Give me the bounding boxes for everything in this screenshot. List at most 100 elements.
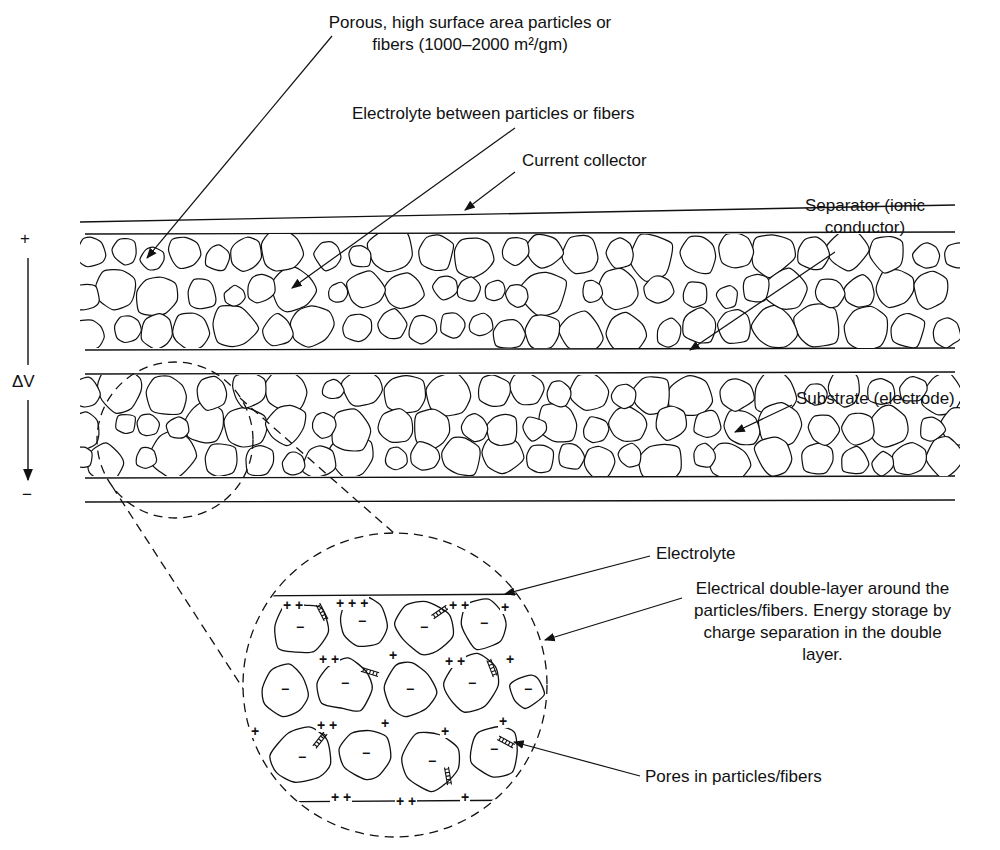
- pore: [487, 659, 497, 677]
- particle: [808, 415, 839, 445]
- particle: [248, 274, 275, 303]
- particle: [583, 280, 603, 302]
- leader-line: [292, 128, 515, 288]
- charge-sign: −: [467, 676, 477, 690]
- callout-label: Pores in particles/fibers: [645, 766, 822, 788]
- inset-detail: [240, 594, 560, 802]
- particle: [794, 304, 839, 347]
- current-collector-line: [85, 500, 955, 502]
- particle: [485, 280, 505, 300]
- particle: [891, 313, 925, 347]
- particle: [525, 235, 563, 269]
- leader-lines: [147, 36, 835, 776]
- particle: [527, 445, 554, 473]
- particle: [173, 313, 210, 348]
- charge-sign: +: [440, 724, 450, 738]
- charge-sign: +: [500, 600, 510, 614]
- particle: [233, 375, 266, 408]
- particle: [523, 417, 547, 441]
- particle: [570, 375, 609, 410]
- particle: [720, 379, 754, 411]
- particle: [261, 234, 303, 271]
- particle: [303, 446, 336, 476]
- charge-sign: + +: [395, 794, 417, 808]
- inset-particles: [262, 596, 544, 792]
- particle: [80, 284, 99, 310]
- particle: [224, 408, 267, 447]
- pore: [497, 736, 515, 748]
- particle: [510, 375, 545, 405]
- particle: [470, 726, 517, 777]
- charge-sign: +: [388, 648, 398, 662]
- particle: [112, 239, 136, 265]
- particle: [329, 282, 348, 302]
- particle: [341, 375, 382, 406]
- particle: [343, 314, 372, 341]
- particle: [271, 267, 316, 312]
- voltage-line: [27, 258, 28, 365]
- callout-label: Current collector: [522, 150, 647, 172]
- particle: [205, 444, 237, 476]
- particle: [378, 309, 407, 339]
- particle: [763, 268, 808, 309]
- particle: [716, 286, 737, 309]
- particle-layer: [80, 234, 960, 348]
- particle: [95, 270, 135, 310]
- particle: [802, 443, 833, 474]
- particle: [80, 320, 104, 348]
- particle: [611, 384, 635, 408]
- particle: [639, 444, 682, 476]
- particle: [80, 412, 99, 451]
- zoom-circle: [97, 362, 253, 518]
- particle: [584, 446, 615, 476]
- callout-label: Separator (ionic conductor): [790, 195, 940, 239]
- electrode-edge: [85, 476, 955, 478]
- particle: [754, 437, 791, 476]
- particle: [265, 405, 305, 445]
- particle: [409, 315, 437, 343]
- particle: [598, 268, 638, 309]
- voltage-line: [27, 400, 28, 480]
- particle: [694, 443, 716, 467]
- particle: [137, 414, 159, 435]
- particle: [719, 234, 754, 268]
- pore: [431, 605, 448, 618]
- pore: [316, 603, 328, 621]
- particle: [913, 243, 940, 268]
- particle: [547, 381, 571, 407]
- particle: [270, 727, 331, 782]
- charge-sign: +: [250, 724, 260, 738]
- particle: [461, 414, 487, 442]
- particle: [349, 246, 371, 267]
- charge-sign: +: [380, 716, 390, 730]
- particle: [197, 376, 226, 410]
- particle: [751, 305, 797, 347]
- zoom-line: [240, 398, 395, 534]
- particle: [479, 375, 511, 406]
- particle: [457, 277, 480, 301]
- particle: [618, 443, 641, 467]
- particle: [115, 316, 142, 343]
- particle: [312, 413, 336, 439]
- particle: [921, 417, 946, 441]
- particle: [680, 236, 716, 274]
- particle: [584, 417, 609, 443]
- particle: [525, 315, 559, 348]
- particle: [339, 731, 391, 780]
- particle: [559, 444, 585, 469]
- particle: [869, 237, 903, 274]
- callout-label: Porous, high surface area particles or f…: [320, 12, 620, 56]
- particle: [893, 443, 927, 475]
- particle: [933, 318, 960, 348]
- polarity-sign: −: [22, 484, 32, 506]
- charge-sign: −: [523, 682, 533, 696]
- particle: [442, 437, 480, 476]
- particle: [842, 446, 869, 473]
- particle: [844, 275, 874, 308]
- separator-line: [85, 348, 955, 350]
- particle: [562, 235, 598, 273]
- particle: [290, 306, 334, 347]
- particle: [385, 447, 407, 470]
- particle: [419, 235, 454, 271]
- particle: [433, 276, 458, 300]
